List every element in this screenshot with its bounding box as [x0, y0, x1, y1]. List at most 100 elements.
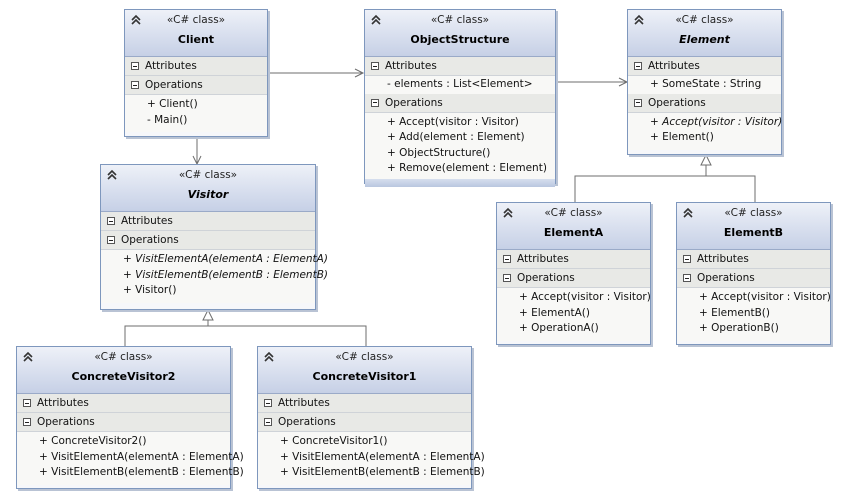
collapse-box-icon[interactable] [131, 81, 139, 89]
operation[interactable]: + ElementA() [519, 306, 590, 319]
stereotype-label: «C# class» [94, 351, 153, 363]
operations-compartment[interactable]: Operations [258, 413, 471, 432]
class-header: «C# class» Client [125, 10, 267, 57]
stereotype-label: «C# class» [430, 14, 490, 26]
collapse-chevron-icon[interactable] [105, 168, 119, 182]
operations-compartment[interactable]: Operations [677, 269, 830, 288]
class-name: Visitor [187, 188, 229, 201]
class-element[interactable]: «C# class» Element Attributes + SomeStat… [627, 9, 782, 155]
operation[interactable]: + ConcreteVisitor1() [280, 435, 388, 447]
operation[interactable]: + Accept(visitor : Visitor) [387, 115, 519, 128]
attribute[interactable]: - elements : List<Element> [387, 78, 533, 90]
class-name: Client [177, 33, 215, 46]
operation[interactable]: + Add(element : Element) [387, 131, 525, 143]
operations-compartment[interactable]: Operations [365, 93, 555, 113]
class-concretevisitor1[interactable]: «C# class» ConcreteVisitor1 Attributes O… [257, 346, 485, 489]
class-concretevisitor2[interactable]: «C# class» ConcreteVisitor2 Attributes O… [16, 346, 244, 489]
collapse-box-icon[interactable] [503, 274, 511, 282]
class-name: ConcreteVisitor1 [312, 370, 417, 383]
stereotype-label: «C# class» [724, 207, 783, 219]
class-elementa[interactable]: «C# class» ElementA Attributes Operation… [496, 202, 651, 345]
class-visitor[interactable]: «C# class» Visitor Attributes Operations… [100, 164, 328, 310]
collapse-box-icon[interactable] [131, 62, 139, 70]
collapse-box-icon[interactable] [634, 62, 642, 70]
collapse-box-icon[interactable] [107, 217, 115, 225]
stereotype-label: «C# class» [675, 14, 734, 26]
collapse-chevron-icon[interactable] [501, 206, 515, 220]
class-header: «C# class» Element [628, 10, 781, 57]
collapse-chevron-icon[interactable] [681, 206, 695, 220]
class-name: ObjectStructure [410, 33, 510, 46]
attributes-compartment[interactable]: Attributes [365, 57, 555, 76]
operation[interactable]: + Client() [147, 98, 198, 110]
inheritance-triangle-visitor [202, 308, 214, 321]
operation[interactable]: + VisitElementA(elementA : ElementA) [39, 450, 244, 463]
class-client[interactable]: «C# class» Client Attributes Operations … [124, 9, 268, 137]
operations-compartment[interactable]: Operations [17, 413, 230, 432]
operation[interactable]: + VisitElementB(elementB : ElementB) [39, 466, 244, 478]
operation-abstract[interactable]: + Accept(visitor : Visitor) [650, 115, 783, 128]
stereotype-label: «C# class» [166, 14, 226, 26]
operation[interactable]: + ElementB() [699, 306, 771, 319]
collapse-box-icon[interactable] [683, 274, 691, 282]
class-name: ElementB [723, 226, 784, 239]
operation[interactable]: + VisitElementA(elementA : ElementA) [280, 450, 485, 463]
class-name: ElementA [543, 226, 604, 239]
class-objectstructure[interactable]: «C# class» ObjectStructure Attributes - … [364, 9, 556, 187]
collapse-box-icon[interactable] [371, 98, 379, 107]
operation-abstract[interactable]: + VisitElementB(elementB : ElementB) [123, 268, 328, 281]
class-footer [365, 178, 555, 187]
attributes-compartment[interactable]: Attributes [497, 250, 650, 269]
class-header: «C# class» ConcreteVisitor1 [258, 347, 471, 394]
operations-compartment[interactable]: Operations [125, 76, 267, 95]
collapse-box-icon[interactable] [23, 399, 31, 407]
operation[interactable]: + Remove(element : Element) [387, 162, 547, 174]
operation[interactable]: + OperationA() [519, 322, 599, 334]
operation-abstract[interactable]: + VisitElementA(elementA : ElementA) [123, 253, 328, 265]
collapse-chevron-icon[interactable] [129, 13, 143, 27]
class-name: Element [679, 33, 730, 46]
attributes-compartment[interactable]: Attributes [125, 57, 267, 76]
operation[interactable]: + VisitElementB(elementB : ElementB) [280, 466, 485, 478]
operation[interactable]: - Main() [147, 113, 188, 126]
generalization-element [574, 175, 756, 202]
operation[interactable]: + Element() [650, 131, 714, 143]
collapse-box-icon[interactable] [107, 236, 115, 244]
collapse-box-icon[interactable] [264, 418, 272, 426]
class-name: ConcreteVisitor2 [71, 370, 176, 383]
attributes-compartment[interactable]: Attributes [677, 250, 830, 269]
attributes-compartment[interactable]: Attributes [258, 394, 471, 413]
attributes-compartment[interactable]: Attributes [101, 212, 315, 231]
class-elementb[interactable]: «C# class» ElementB Attributes Operation… [676, 202, 831, 345]
generalization-visitor [124, 325, 367, 346]
collapse-chevron-icon[interactable] [369, 13, 383, 27]
collapse-box-icon[interactable] [23, 418, 31, 426]
collapse-chevron-icon[interactable] [262, 350, 276, 364]
collapse-box-icon[interactable] [683, 255, 691, 263]
operation[interactable]: + Accept(visitor : Visitor) [519, 291, 651, 303]
collapse-box-icon[interactable] [264, 399, 272, 407]
collapse-box-icon[interactable] [371, 62, 379, 70]
stereotype-label: «C# class» [544, 207, 603, 219]
collapse-chevron-icon[interactable] [632, 13, 646, 27]
operation[interactable]: + Visitor() [123, 284, 177, 296]
attributes-compartment[interactable]: Attributes [17, 394, 230, 413]
collapse-chevron-icon[interactable] [21, 350, 35, 364]
attributes-compartment[interactable]: Attributes [628, 57, 781, 76]
collapse-box-icon[interactable] [503, 255, 511, 263]
attribute[interactable]: + SomeState : String [650, 78, 762, 90]
operations-compartment[interactable]: Operations [497, 269, 650, 288]
arrowhead-objectstructure [354, 68, 365, 78]
operation[interactable]: + OperationB() [699, 322, 779, 334]
class-header: «C# class» ElementB [677, 203, 830, 250]
operation[interactable]: + Accept(visitor : Visitor) [699, 291, 831, 303]
operations-compartment[interactable]: Operations [628, 93, 781, 113]
stereotype-label: «C# class» [178, 169, 238, 181]
operations-compartment[interactable]: Operations [101, 231, 315, 250]
operation[interactable]: + ConcreteVisitor2() [39, 435, 147, 447]
class-header: «C# class» Visitor [101, 165, 315, 212]
class-header: «C# class» ObjectStructure [365, 10, 555, 57]
collapse-box-icon[interactable] [634, 98, 642, 107]
operation[interactable]: + ObjectStructure() [387, 146, 491, 159]
